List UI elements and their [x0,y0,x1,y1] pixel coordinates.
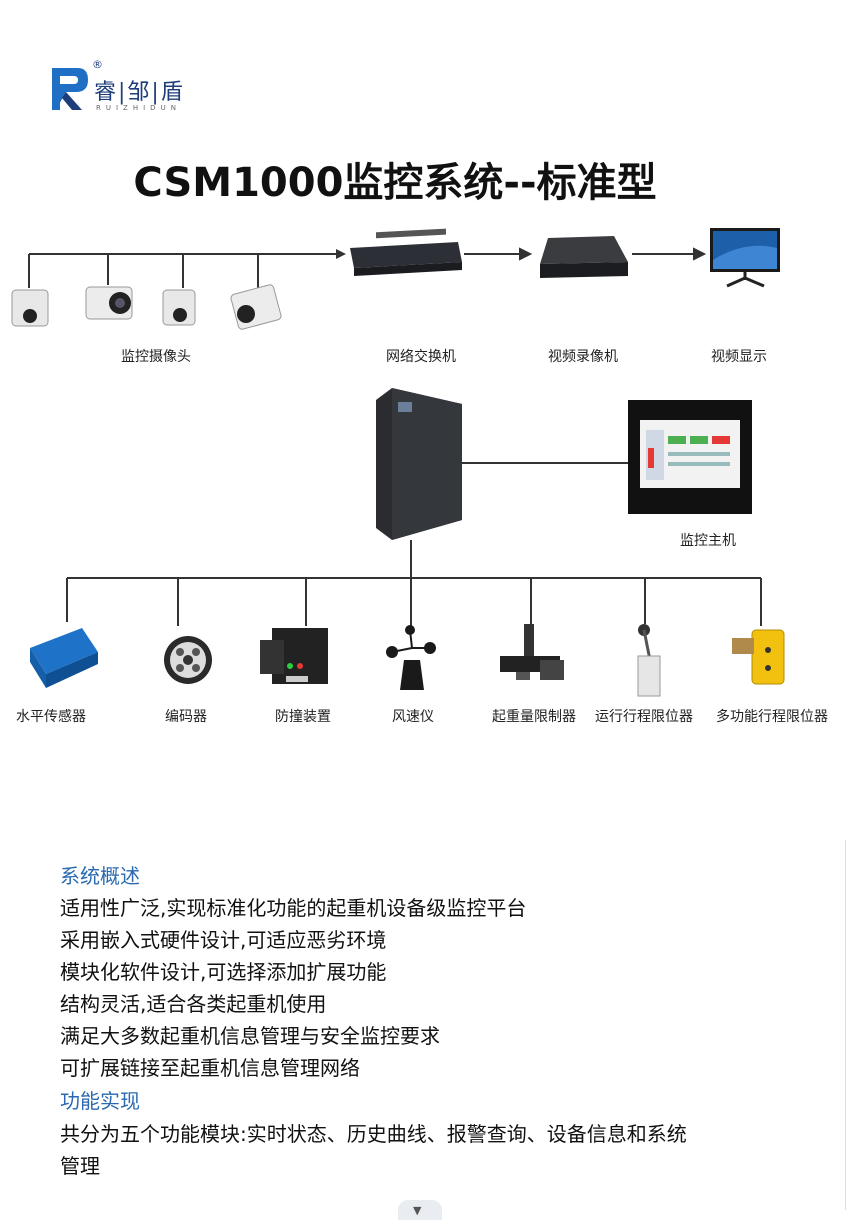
sensor-label-level: 水平传感器 [16,706,86,726]
arrow-switch-recorder [464,249,530,259]
monitor-icon [710,228,780,286]
sensor-label-anemometer: 风速仪 [392,706,434,726]
system-diagram [0,0,848,820]
cameras-label: 监控摄像头 [121,346,191,366]
host-monitor-icon [628,400,752,514]
expand-toggle-button[interactable]: ▼ [398,1200,442,1220]
multifunction-limit-switch-icon [732,630,784,684]
anemometer-icon [386,625,436,690]
camera-2-icon [86,287,132,319]
overview-line: 采用嵌入式硬件设计,可适应恶劣环境 [60,924,386,953]
camera-3-icon [163,290,195,325]
features-line: 管理 [60,1150,100,1179]
arrow-into-switch [336,249,346,259]
level-sensor-icon [30,628,98,688]
panel-edge-divider [845,840,846,1210]
network-switch-icon [350,229,462,276]
features-line: 共分为五个功能模块:实时状态、历史曲线、报警查询、设备信息和系统 [60,1118,687,1147]
chevron-down-icon: ▼ [413,1204,421,1217]
overview-line: 可扩展链接至起重机信息管理网络 [60,1052,360,1081]
camera-1-icon [12,290,48,326]
travel-limit-switch-icon [638,624,660,696]
control-cabinet-icon [376,388,462,540]
arrow-recorder-display [632,249,704,259]
video-recorder-icon [540,236,628,278]
sensor-label-encoder: 编码器 [165,706,207,726]
sensor-label-load-limiter: 起重量限制器 [492,706,576,726]
overview-line: 满足大多数起重机信息管理与安全监控要求 [60,1020,440,1049]
features-heading: 功能实现 [60,1085,140,1114]
overview-line: 模块化软件设计,可选择添加扩展功能 [60,956,386,985]
sensor-label-multifunction-limit: 多功能行程限位器 [716,706,828,726]
camera-4-icon [230,284,282,330]
overview-heading: 系统概述 [60,860,140,889]
camera-bus-lines [29,254,340,288]
switch-label: 网络交换机 [386,346,456,366]
sensor-label-travel-limit: 运行行程限位器 [595,706,693,726]
sensor-label-anticollision: 防撞装置 [275,706,331,726]
sensor-bus-lines [67,540,761,626]
recorder-label: 视频录像机 [548,346,618,366]
host-label: 监控主机 [680,530,736,550]
overview-line: 适用性广泛,实现标准化功能的起重机设备级监控平台 [60,892,526,921]
display-label: 视频显示 [711,346,767,366]
anti-collision-device-icon [260,628,328,684]
encoder-icon [164,636,212,684]
load-limiter-icon [500,624,564,680]
overview-line: 结构灵活,适合各类起重机使用 [60,988,326,1017]
